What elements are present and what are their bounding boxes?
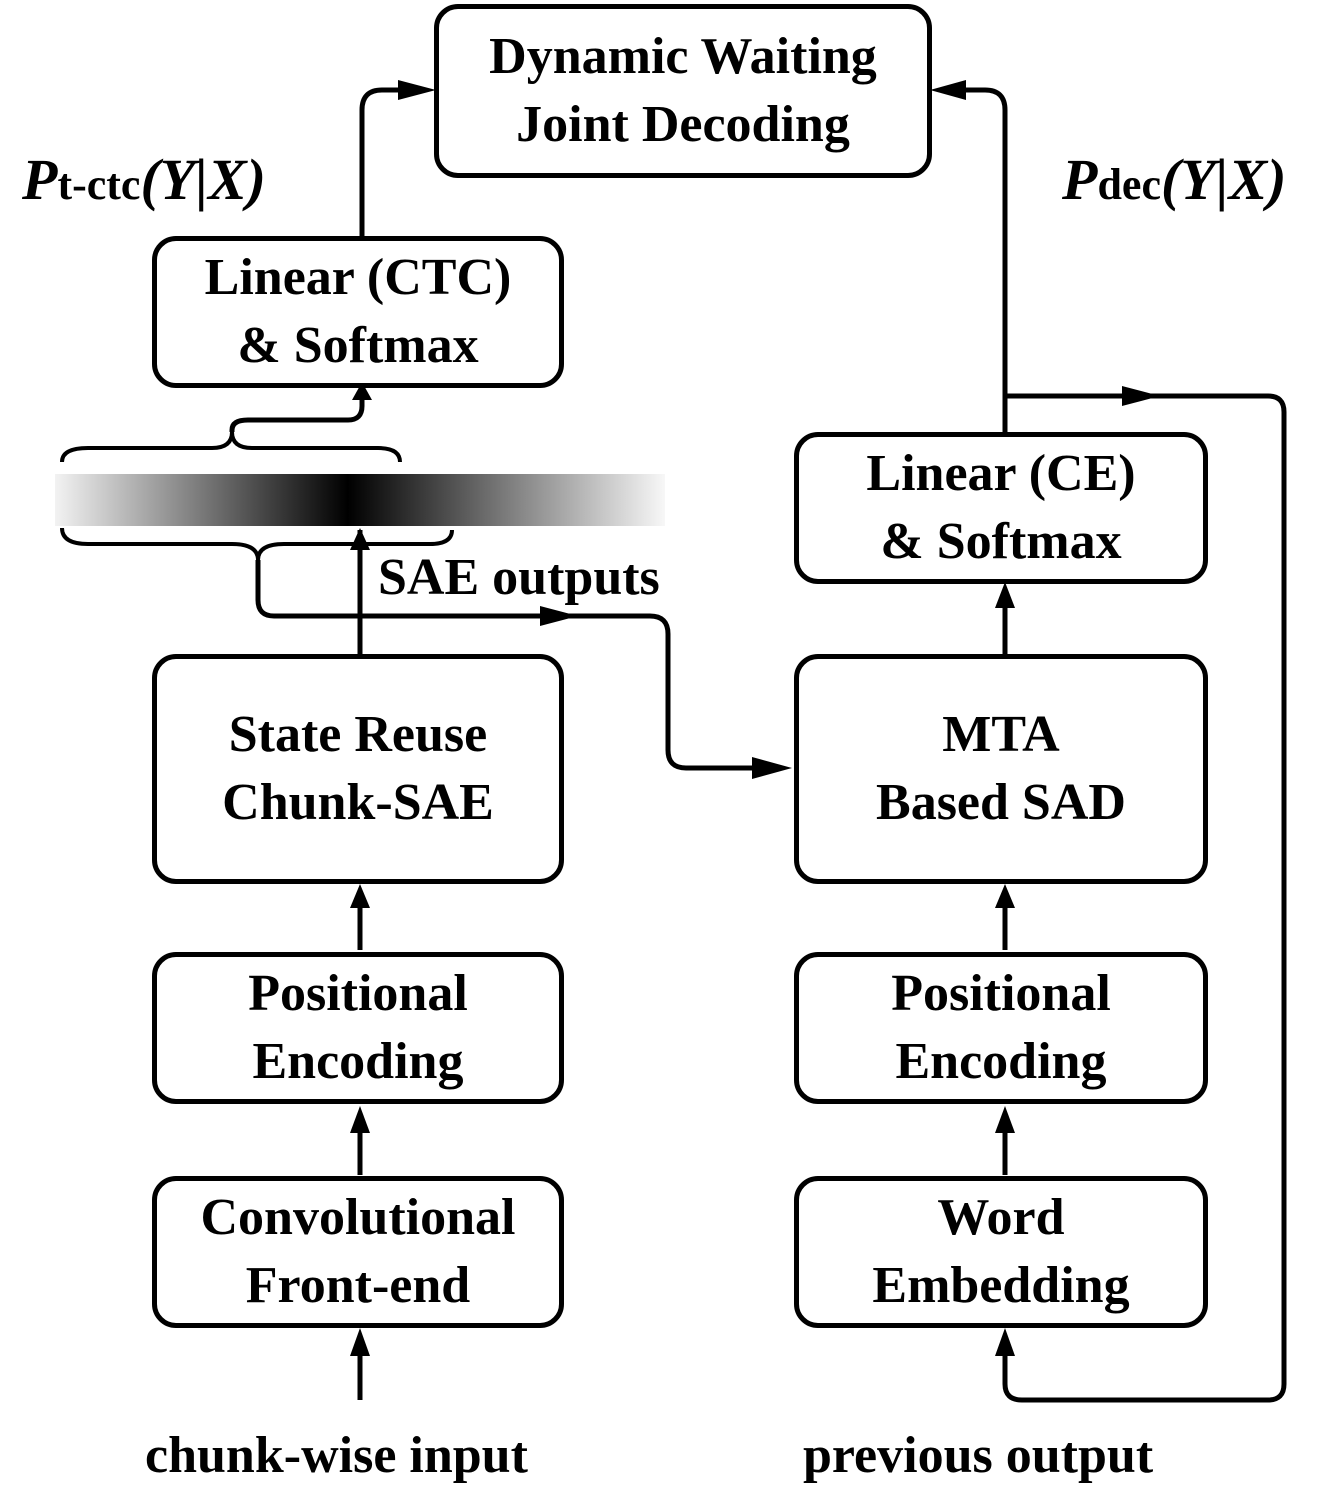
feedback-loop: [1002, 393, 1287, 1403]
state-reuse-chunk-sae-box: State Reuse Chunk-SAE: [152, 654, 564, 884]
previous-output-label: previous output: [803, 1427, 1154, 1484]
chunk-wise-input-label: chunk-wise input: [145, 1427, 528, 1484]
box-line-1: Linear (CTC): [204, 249, 512, 306]
box-line-2: Based SAD: [876, 774, 1126, 831]
box-line-2: Encoding: [252, 1033, 464, 1090]
box-line-2: Joint Decoding: [516, 96, 850, 153]
box-line-1: Convolutional: [200, 1189, 516, 1246]
box-line-1: Dynamic Waiting: [489, 28, 877, 85]
box-line-1: Word: [937, 1189, 1065, 1246]
box-line-1: Positional: [891, 965, 1111, 1022]
convolutional-front-end-box: Convolutional Front-end: [152, 1176, 564, 1328]
mta-based-sad-box: MTA Based SAD: [794, 654, 1208, 884]
box-line-2: & Softmax: [880, 513, 1122, 570]
ctc-probability-label: Pt-ctc(Y|X): [22, 150, 266, 215]
dynamic-waiting-joint-decoding-box: Dynamic Waiting Joint Decoding: [434, 4, 932, 178]
box-line-1: Positional: [248, 965, 468, 1022]
box-line-2: Front-end: [245, 1257, 471, 1314]
decoder-positional-encoding-box: Positional Encoding: [794, 952, 1208, 1104]
word-embedding-box: Word Embedding: [794, 1176, 1208, 1328]
sae-output-bar: [55, 474, 665, 526]
box-line-1: Linear (CE): [866, 445, 1136, 502]
prob-sub: dec: [1097, 160, 1161, 209]
box-line-2: Chunk-SAE: [222, 774, 494, 831]
prob-p: P: [22, 147, 58, 212]
brace-to-ctc-arrow: [229, 392, 365, 432]
upper-brace: [60, 431, 402, 463]
prob-p: P: [1062, 147, 1098, 212]
box-line-2: Embedding: [872, 1257, 1130, 1314]
sae-to-decoder-line: [255, 560, 782, 771]
box-line-1: State Reuse: [228, 706, 488, 763]
decoder-probability-label: Pdec(Y|X): [1062, 150, 1286, 215]
encoder-positional-encoding-box: Positional Encoding: [152, 952, 564, 1104]
sae-outputs-label: SAE outputs: [378, 549, 660, 606]
box-line-1: MTA: [942, 706, 1060, 763]
linear-ce-softmax-box: Linear (CE) & Softmax: [794, 432, 1208, 584]
prob-rest: (Y|X): [140, 147, 266, 212]
box-line-2: Encoding: [895, 1033, 1107, 1090]
prob-rest: (Y|X): [1160, 147, 1287, 212]
linear-ctc-softmax-box: Linear (CTC) & Softmax: [152, 236, 564, 388]
prob-sub: t-ctc: [57, 160, 141, 209]
box-line-2: & Softmax: [237, 317, 479, 374]
